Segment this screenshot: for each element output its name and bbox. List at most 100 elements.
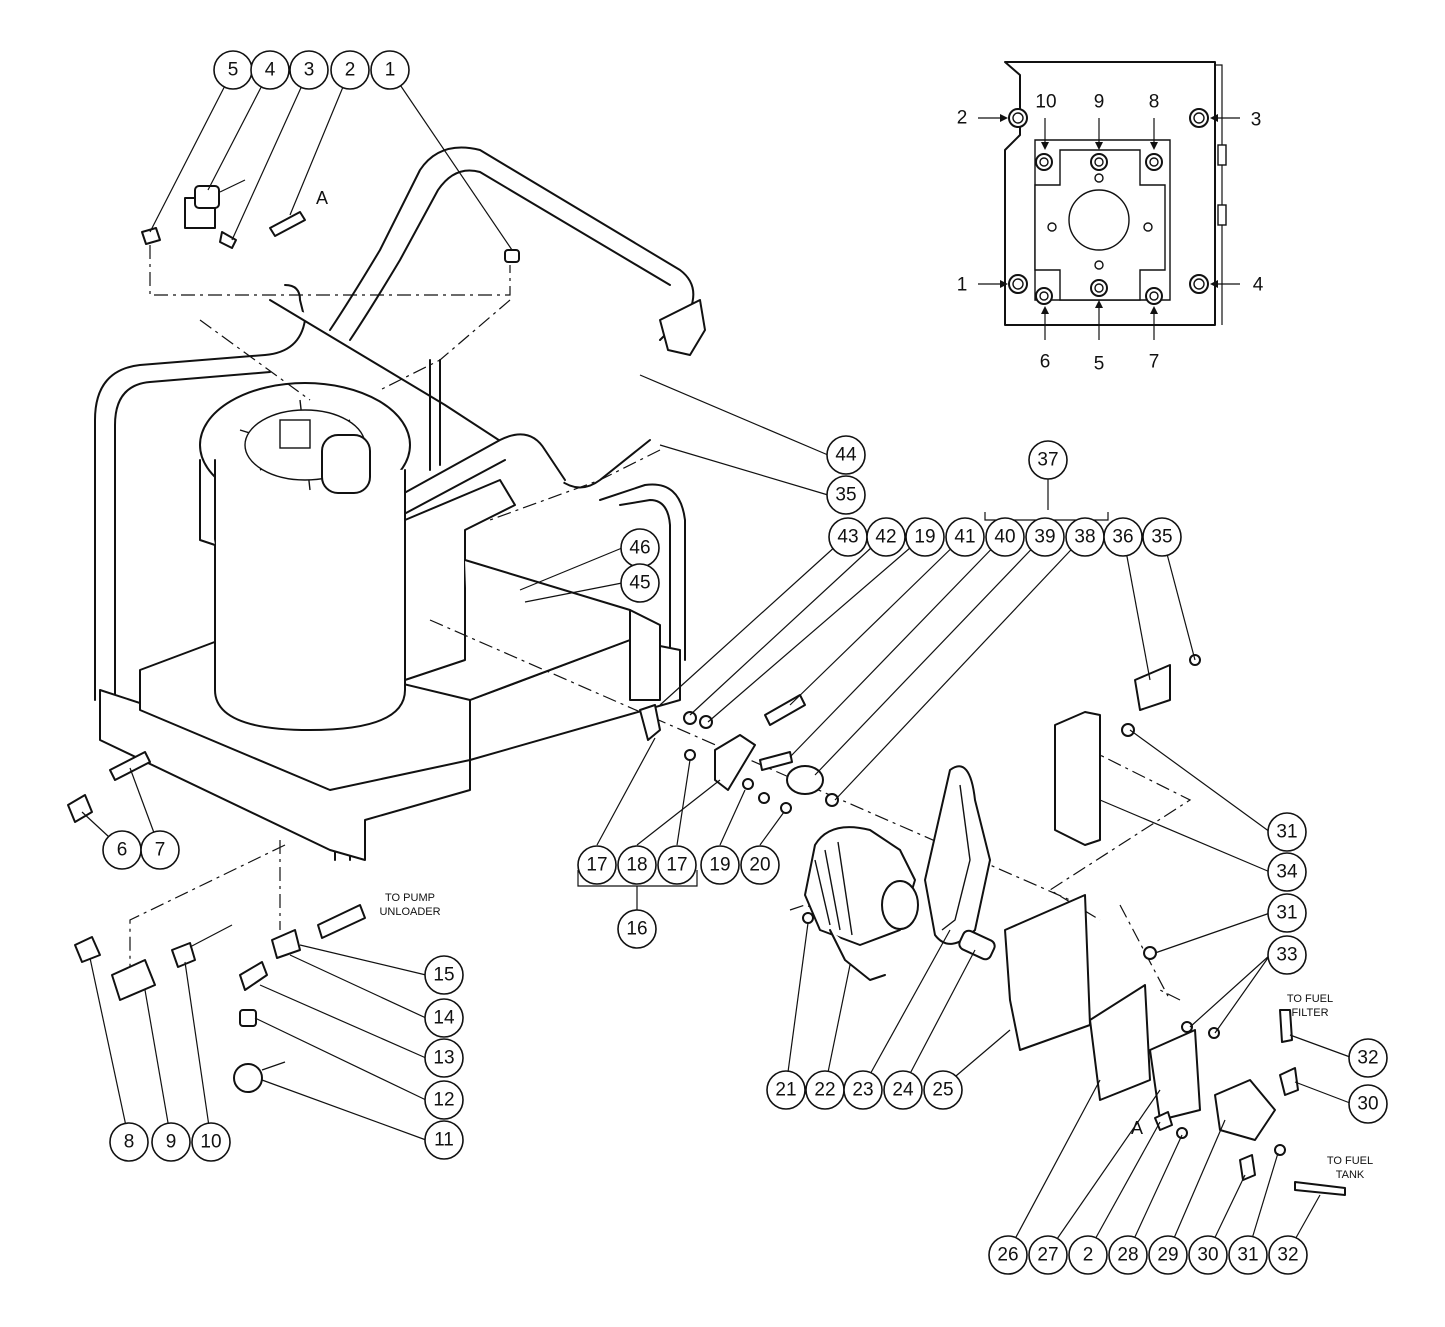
svg-text:19: 19 <box>709 855 730 876</box>
plate-group <box>1004 654 1346 1196</box>
svg-text:9: 9 <box>166 1132 177 1153</box>
tee-14 <box>271 929 301 959</box>
screw-28 <box>1176 1127 1188 1139</box>
callout-balloon: 2 <box>1068 1235 1108 1275</box>
callout-balloon: 36 <box>1103 517 1143 557</box>
callout-balloon: 31 <box>1228 1235 1268 1275</box>
callout-balloon: 35 <box>1142 517 1182 557</box>
screw-31-top <box>1121 723 1135 737</box>
nut-21 <box>802 912 814 924</box>
callout-balloon: 25 <box>923 1070 963 1110</box>
svg-text:32: 32 <box>1357 1048 1378 1069</box>
callout-balloon: 31 <box>1267 812 1307 852</box>
svg-text:25: 25 <box>932 1080 953 1101</box>
gasket-26 <box>1089 984 1151 1101</box>
dash-solenoid-down <box>199 299 511 401</box>
detail-label: 4 <box>1253 275 1264 296</box>
frame-assembly <box>94 146 706 861</box>
svg-text:40: 40 <box>994 527 1015 548</box>
svg-text:26: 26 <box>997 1245 1018 1266</box>
detail-view-mounting-plate: 2 10 9 8 3 1 4 6 5 7 <box>957 61 1264 375</box>
solenoid-coil <box>194 185 220 209</box>
callout-balloon: 41 <box>945 517 985 557</box>
motor-group <box>804 765 996 981</box>
callout-balloon: 16 <box>617 909 657 949</box>
callout-balloon: 19 <box>905 517 945 557</box>
svg-text:14: 14 <box>433 1008 455 1029</box>
svg-text:38: 38 <box>1074 527 1095 548</box>
bracket-36 <box>1134 664 1171 711</box>
callout-balloon: 24 <box>883 1070 923 1110</box>
note-fuel-tank: TO FUEL TANK <box>1327 1155 1373 1181</box>
nipple-7 <box>109 751 151 781</box>
svg-text:35: 35 <box>835 485 856 506</box>
svg-text:31: 31 <box>1237 1245 1258 1266</box>
idler-arm-18 <box>714 734 756 791</box>
nut-33a <box>1181 1021 1193 1033</box>
dash-screw-35 <box>489 449 661 521</box>
detail-plate-edge <box>1215 64 1223 325</box>
svg-text:27: 27 <box>1037 1245 1058 1266</box>
svg-text:39: 39 <box>1034 527 1055 548</box>
detail-arrows <box>978 114 1240 340</box>
callout-balloon: 15 <box>424 955 464 995</box>
svg-text:30: 30 <box>1357 1094 1378 1115</box>
svg-text:33: 33 <box>1276 945 1297 966</box>
callout-balloon: 40 <box>985 517 1025 557</box>
callout-balloon: 9 <box>151 1122 191 1162</box>
callout-balloon: 27 <box>1028 1235 1068 1275</box>
svg-text:19: 19 <box>914 527 935 548</box>
detail-label: 9 <box>1094 92 1105 113</box>
svg-text:23: 23 <box>852 1080 873 1101</box>
svg-text:5: 5 <box>228 60 239 81</box>
handle-grip <box>659 299 706 356</box>
callout-balloon: 17 <box>657 845 697 885</box>
lower-fittings <box>67 751 366 1093</box>
callout-balloon: 5 <box>213 50 253 90</box>
svg-text:18: 18 <box>626 855 647 876</box>
svg-text:41: 41 <box>954 527 975 548</box>
detail-label: 10 <box>1035 92 1056 113</box>
callout-balloon: 39 <box>1025 517 1065 557</box>
dash-motor-nut <box>789 904 821 911</box>
cap-11 <box>233 1063 263 1093</box>
svg-text:45: 45 <box>629 573 650 594</box>
svg-text:43: 43 <box>837 527 858 548</box>
callout-balloon: 12 <box>424 1080 464 1120</box>
bushing-17b <box>742 778 754 790</box>
callout-balloon: 44 <box>826 435 866 475</box>
elbow-30-top <box>1279 1067 1299 1096</box>
svg-text:1: 1 <box>385 60 396 81</box>
svg-text:16: 16 <box>626 919 647 940</box>
svg-text:4: 4 <box>265 60 276 81</box>
bracket-end <box>629 609 661 701</box>
svg-text:36: 36 <box>1112 527 1133 548</box>
svg-text:20: 20 <box>749 855 770 876</box>
note-pump-unloader: TO PUMP UNLOADER <box>379 892 440 918</box>
plate-27 <box>1149 1029 1201 1121</box>
callout-balloon: 29 <box>1148 1235 1188 1275</box>
dash-fuelpump <box>1119 904 1181 1001</box>
svg-text:7: 7 <box>155 840 166 861</box>
svg-text:46: 46 <box>629 538 650 559</box>
callout-balloon: 17 <box>577 845 617 885</box>
leader-lines <box>81 69 1351 1253</box>
dash-main-axis <box>429 619 1071 901</box>
svg-text:29: 29 <box>1157 1245 1178 1266</box>
elbow-13 <box>239 961 268 991</box>
callout-balloon: 34 <box>1267 852 1307 892</box>
washer-19 <box>758 792 770 804</box>
svg-text:2: 2 <box>1083 1245 1094 1266</box>
note-line: TANK <box>1336 1169 1365 1181</box>
callout-balloon: 26 <box>988 1235 1028 1275</box>
coupling-24 <box>958 929 996 961</box>
shaft-40 <box>759 751 793 771</box>
nut-38 <box>825 793 839 807</box>
hose-32-top <box>1279 1009 1293 1043</box>
screw-31-mid <box>1143 946 1157 960</box>
bracket-34 <box>1054 711 1101 846</box>
hose-32-bottom <box>1294 1181 1346 1196</box>
pulley-39 <box>786 765 824 795</box>
detail-label: 1 <box>957 275 968 296</box>
callout-balloon: 2 <box>330 50 370 90</box>
